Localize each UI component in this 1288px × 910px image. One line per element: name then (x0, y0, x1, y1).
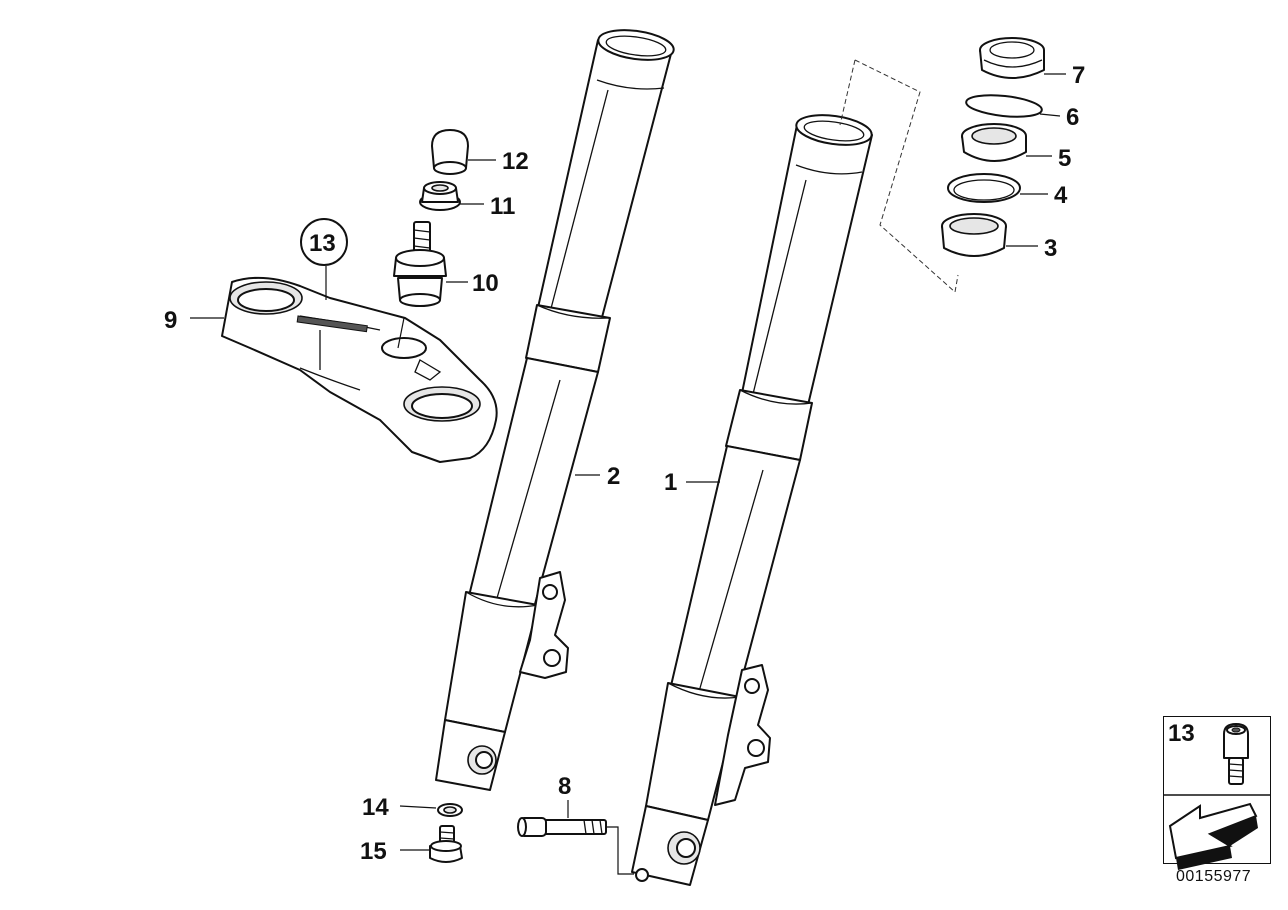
callout-11: 11 (490, 193, 515, 220)
circlip (965, 94, 1043, 118)
fork-tube-left (435, 29, 675, 791)
callout-13-circle (300, 218, 348, 266)
callout-12: 12 (502, 148, 529, 175)
callout-6: 6 (1066, 104, 1079, 131)
drain-screw (429, 825, 463, 863)
stem-bolt (393, 221, 447, 349)
callout-2: 2 (607, 463, 620, 490)
callout-9: 9 (164, 307, 177, 334)
legend-box (1163, 716, 1271, 864)
direction-arrow-icon (1168, 802, 1258, 870)
callout-8: 8 (558, 773, 571, 800)
callout-5: 5 (1058, 145, 1071, 172)
legend-screw-icon (1223, 723, 1249, 785)
bushing (941, 213, 1007, 257)
diagram-id: 00155977 (1176, 868, 1252, 885)
assembly-line (854, 59, 959, 293)
callout-3: 3 (1044, 235, 1057, 262)
callout-10: 10 (472, 270, 499, 297)
leader-lines (190, 73, 1066, 851)
bearing (961, 123, 1027, 162)
callout-1: 1 (664, 469, 677, 496)
seal-ring (947, 173, 1021, 203)
callout-15: 15 (360, 838, 387, 865)
callout-14: 14 (362, 794, 389, 821)
washer (437, 803, 463, 817)
axle-bolt (517, 817, 634, 875)
fork-tube-right (631, 114, 873, 886)
triple-clamp (221, 276, 498, 463)
legend-part-number: 13 (1168, 720, 1195, 747)
cap (431, 129, 469, 175)
callout-7: 7 (1072, 62, 1085, 89)
top-cap (979, 37, 1045, 79)
callout-13: 13 (309, 230, 336, 257)
nut (419, 181, 461, 211)
callout-4: 4 (1054, 182, 1068, 209)
